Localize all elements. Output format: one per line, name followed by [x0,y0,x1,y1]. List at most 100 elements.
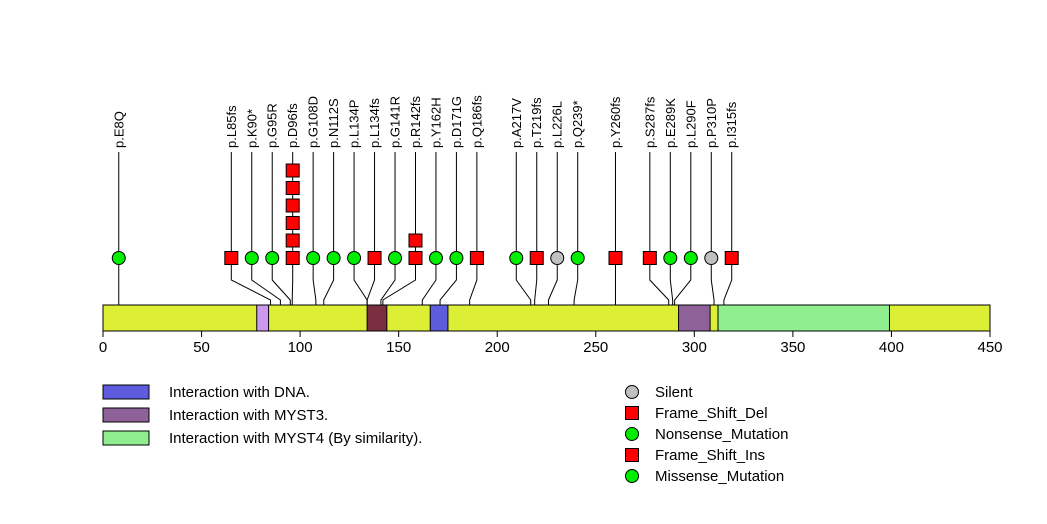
mutation-marker [449,251,464,265]
mutation-label: p.L226L [550,101,565,148]
axis-tick-label: 300 [682,339,707,356]
axis-tick-label: 450 [977,339,1002,356]
mutation-label: p.I315fs [724,101,739,148]
axis-tick-label: 0 [99,339,107,356]
legend-domain-swatch [102,430,150,446]
legend-mutation-marker [625,385,639,399]
mutation-marker [724,251,739,265]
mutation-connector [573,152,579,305]
mutation-connector [669,152,674,305]
mutation-marker [265,251,280,265]
mutation-label: p.E289K [663,98,678,148]
axis-tick-label: 250 [583,339,608,356]
legend-mutation-label: Frame_Shift_Del [655,405,768,422]
mutation-connector [382,152,416,305]
mutation-marker [408,233,423,248]
mutation-marker [570,251,585,265]
mutation-marker [347,251,362,265]
mutation-marker [704,251,719,265]
mutation-marker [428,251,443,265]
axis-tick-label: 350 [780,339,805,356]
mutation-connector [312,152,317,305]
mutation-connector [366,152,376,305]
mutation-connector [515,152,532,305]
mutation-connector [674,152,692,305]
mutation-label: p.Q186fs [469,95,484,148]
mutation-connector [469,152,478,305]
mutation-connector [723,152,733,305]
mutation-connector [271,152,291,305]
mutation-marker [111,251,126,265]
mutation-connector [421,152,437,305]
axis-tick-label: 150 [386,339,411,356]
mutation-label: p.T219fs [529,97,544,148]
mutation-marker [285,181,300,195]
mutation-label: p.L85fs [224,105,239,148]
domain-segment [678,304,711,332]
mutation-connector [380,152,396,305]
legend-mutation-label: Frame_Shift_Ins [655,447,765,464]
legend-domain-label: Interaction with DNA. [169,384,310,401]
mutation-marker [550,251,565,265]
axis-tick-label: 400 [879,339,904,356]
legend-mutation-marker [625,427,639,441]
legend-mutation-marker [625,469,639,483]
mutation-connector [230,152,272,305]
mutation-label: p.G95R [265,103,280,148]
mutation-label: p.E8Q [111,111,126,148]
mutation-label: p.L134P [347,100,362,148]
mutation-marker [408,251,423,265]
legend-domain-swatch [102,384,150,400]
mutation-marker [529,251,544,265]
mutation-marker [367,251,382,265]
mutation-connector [649,152,670,305]
mutation-label: p.N112S [326,98,341,148]
mutation-marker [326,251,341,265]
mutation-marker [285,163,300,178]
mutation-label: p.Y260fs [608,96,623,148]
mutation-label: p.G108D [306,96,321,148]
mutation-marker [608,251,623,265]
mutation-marker [285,233,300,248]
legend-mutation-label: Silent [655,384,693,401]
mutation-connector [323,152,335,305]
mutation-connector [534,152,538,305]
domain-segment [429,304,449,332]
mutation-label: p.R142fs [408,95,423,148]
legend-mutation-marker [625,448,639,462]
domain-segment [256,304,270,332]
mutation-label: p.G141R [388,96,403,148]
mutation-marker [683,251,698,265]
mutation-marker [224,251,239,265]
mutation-label: p.K90* [244,109,259,148]
mutation-label: p.Q239* [570,100,585,148]
mutation-marker [306,251,321,265]
mutation-marker [244,251,259,265]
axis-tick-label: 200 [485,339,510,356]
mutation-marker [285,251,300,265]
mutation-marker [642,251,657,265]
mutation-label: p.P310P [704,98,719,148]
mutation-marker [469,251,484,265]
axis-tick-label: 100 [288,339,313,356]
mutation-label: p.D171G [449,96,464,148]
mutation-marker [285,216,300,230]
legend-mutation-label: Missense_Mutation [655,468,784,485]
legend-domain-label: Interaction with MYST3. [169,407,328,424]
mutation-marker [663,251,678,265]
mutation-connector [547,152,558,305]
mutation-marker [509,251,524,265]
legend-mutation-marker [625,406,639,420]
legend-domain-label: Interaction with MYST4 (By similarity). [169,430,422,447]
mutation-label: p.D96fs [285,103,300,148]
mutation-label: p.Y162H [428,97,443,148]
legend-mutation-label: Nonsense_Mutation [655,426,788,443]
mutation-connector [251,152,281,305]
legend-domain-swatch [102,407,150,423]
mutation-connector [439,152,457,305]
mutation-label: p.L134fs [367,98,382,148]
mutation-connector [710,152,715,305]
mutation-marker [285,198,300,213]
